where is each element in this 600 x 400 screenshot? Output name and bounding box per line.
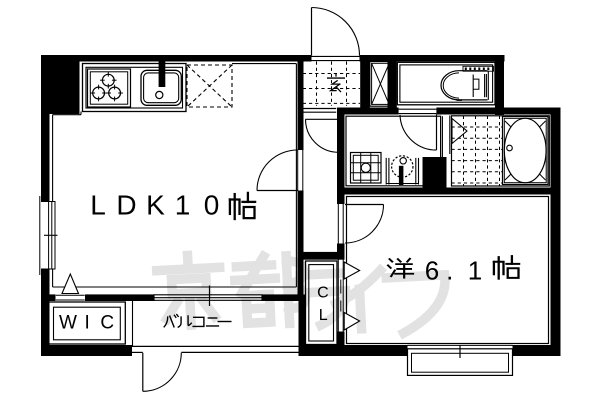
svg-text:I: I <box>85 313 90 334</box>
svg-text:C: C <box>100 313 114 334</box>
svg-text:K: K <box>146 190 165 221</box>
svg-text:1: 1 <box>468 256 482 286</box>
svg-text:1: 1 <box>175 190 191 221</box>
svg-text:6: 6 <box>425 256 439 286</box>
svg-text:L: L <box>319 307 328 324</box>
svg-text:L: L <box>90 190 106 221</box>
svg-text:0: 0 <box>204 190 220 221</box>
svg-text:C: C <box>317 285 329 302</box>
svg-text:D: D <box>116 190 136 221</box>
svg-text:.: . <box>446 256 453 286</box>
svg-text:W: W <box>59 313 77 334</box>
